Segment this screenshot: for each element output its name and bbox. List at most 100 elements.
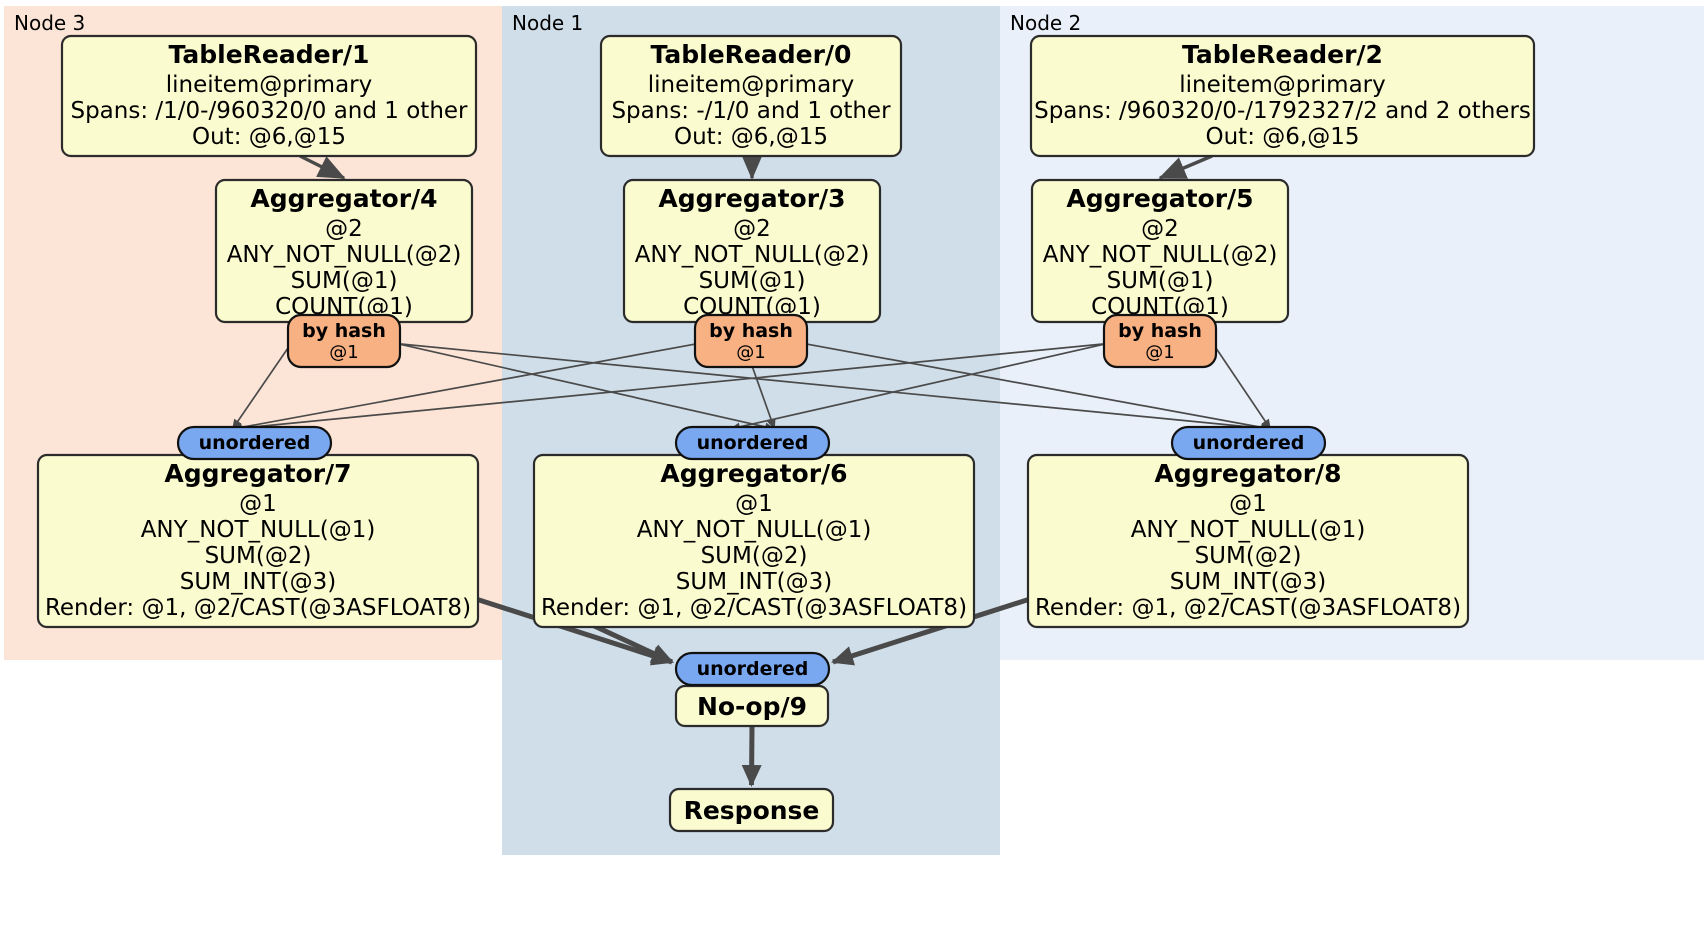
box-detail-line: Spans: -/1/0 and 1 other bbox=[611, 98, 891, 124]
box-detail-line: SUM(@1) bbox=[291, 268, 398, 294]
box-detail-line: Render: @1, @2/CAST(@3ASFLOAT8) bbox=[1035, 595, 1461, 621]
box-title: Aggregator/5 bbox=[1066, 184, 1253, 213]
box-detail-line: Render: @1, @2/CAST(@3ASFLOAT8) bbox=[541, 595, 967, 621]
box-detail-line: Out: @6,@15 bbox=[192, 124, 346, 150]
processor-box-aggregator7[interactable]: Aggregator/7 @1ANY_NOT_NULL(@1)SUM(@2)SUM… bbox=[36, 453, 480, 629]
badge-title: by hash bbox=[1118, 320, 1202, 342]
box-detail-line: SUM_INT(@3) bbox=[180, 569, 336, 595]
edge-noop9-to-response bbox=[741, 725, 762, 787]
edge-hash-4-to-unordered-7 bbox=[231, 343, 292, 430]
edge-hash-3-to-unordered-6 bbox=[750, 362, 776, 430]
box-detail-line: @2 bbox=[733, 216, 771, 242]
box-detail-line: SUM(@1) bbox=[1107, 268, 1214, 294]
box-detail-line: @2 bbox=[325, 216, 363, 242]
box-detail-line: Spans: /1/0-/960320/0 and 1 other bbox=[70, 98, 468, 124]
processor-box-noop9[interactable]: No-op/9 bbox=[674, 684, 830, 728]
badge-background bbox=[693, 313, 809, 369]
box-title: Aggregator/4 bbox=[250, 184, 437, 213]
unordered-stream-badge-unordered-9[interactable]: unordered bbox=[674, 651, 831, 687]
box-detail-line: lineitem@primary bbox=[1179, 72, 1385, 98]
badge-background bbox=[286, 313, 402, 369]
hash-router-badge-hash-4[interactable]: by hash@1 bbox=[286, 313, 402, 369]
edge-hash-3-to-unordered-8 bbox=[803, 342, 1272, 432]
box-detail-line: SUM(@2) bbox=[1195, 543, 1302, 569]
edge-hash-5-to-unordered-8 bbox=[1212, 343, 1272, 430]
box-detail-line: Out: @6,@15 bbox=[1206, 124, 1360, 150]
badge-background bbox=[176, 425, 333, 461]
box-title: No-op/9 bbox=[697, 692, 807, 721]
box-detail-line: lineitem@primary bbox=[166, 72, 372, 98]
box-background bbox=[1029, 34, 1536, 158]
box-detail-line: SUM(@1) bbox=[699, 268, 806, 294]
edge-hash-3-to-unordered-7 bbox=[231, 342, 699, 432]
box-background bbox=[668, 787, 835, 833]
badge-background bbox=[674, 651, 831, 687]
badge-label: unordered bbox=[697, 658, 809, 680]
box-detail-line: @1 bbox=[1229, 491, 1267, 517]
box-title: TableReader/2 bbox=[1182, 40, 1383, 69]
box-detail-line: ANY_NOT_NULL(@1) bbox=[1131, 517, 1366, 543]
box-detail-line: @2 bbox=[1141, 216, 1179, 242]
box-title: Aggregator/7 bbox=[164, 459, 351, 488]
edge-aggregator7-to-unordered-9 bbox=[475, 596, 674, 666]
box-detail-line: ANY_NOT_NULL(@2) bbox=[1043, 242, 1278, 268]
badge-background bbox=[1170, 425, 1327, 461]
badge-title: by hash bbox=[709, 320, 793, 342]
badge-background bbox=[1102, 313, 1218, 369]
processor-box-aggregator8[interactable]: Aggregator/8 @1ANY_NOT_NULL(@1)SUM(@2)SUM… bbox=[1026, 453, 1470, 629]
edge-hash-4-to-unordered-8 bbox=[396, 342, 1272, 433]
box-title: Response bbox=[684, 796, 820, 825]
box-detail-line: ANY_NOT_NULL(@1) bbox=[141, 517, 376, 543]
node-panel-label: Node 3 bbox=[14, 11, 85, 35]
box-detail-line: SUM_INT(@3) bbox=[676, 569, 832, 595]
box-detail-line: SUM_INT(@3) bbox=[1170, 569, 1326, 595]
processor-box-aggregator5[interactable]: Aggregator/5@2ANY_NOT_NULL(@2)SUM(@1)COU… bbox=[1030, 178, 1290, 324]
box-title: TableReader/1 bbox=[169, 40, 370, 69]
badge-label: unordered bbox=[697, 432, 809, 454]
box-title: Aggregator/6 bbox=[660, 459, 847, 488]
edge-hash-4-to-unordered-6 bbox=[396, 342, 776, 432]
unordered-stream-badge-unordered-7[interactable]: unordered bbox=[176, 425, 333, 461]
unordered-stream-badge-unordered-6[interactable]: unordered bbox=[674, 425, 831, 461]
box-detail-line: SUM(@2) bbox=[205, 543, 312, 569]
hash-router-badge-hash-5[interactable]: by hash@1 bbox=[1102, 313, 1218, 369]
processor-box-aggregator3[interactable]: Aggregator/3@2ANY_NOT_NULL(@2)SUM(@1)COU… bbox=[622, 178, 882, 324]
unordered-stream-badge-unordered-8[interactable]: unordered bbox=[1170, 425, 1327, 461]
badge-subtitle: @1 bbox=[1145, 342, 1174, 363]
badge-subtitle: @1 bbox=[329, 342, 358, 363]
node-panel-label: Node 1 bbox=[512, 11, 583, 35]
node-panel-label: Node 2 bbox=[1010, 11, 1081, 35]
edge-hash-5-to-unordered-6 bbox=[729, 342, 1108, 432]
box-detail-line: @1 bbox=[239, 491, 277, 517]
box-detail-line: SUM(@2) bbox=[701, 543, 808, 569]
badge-background bbox=[674, 425, 831, 461]
edge-tablereader2-to-aggregator5 bbox=[1158, 154, 1213, 180]
edge-tablereader1-to-aggregator4 bbox=[299, 154, 346, 180]
box-detail-line: ANY_NOT_NULL(@1) bbox=[637, 517, 872, 543]
hash-router-badge-hash-3[interactable]: by hash@1 bbox=[693, 313, 809, 369]
badge-label: unordered bbox=[1193, 432, 1305, 454]
processor-box-aggregator6[interactable]: Aggregator/6 @1ANY_NOT_NULL(@1)SUM(@2)SUM… bbox=[532, 453, 976, 629]
box-detail-line: @1 bbox=[735, 491, 773, 517]
box-detail-line: ANY_NOT_NULL(@2) bbox=[227, 242, 462, 268]
box-detail-line: Spans: /960320/0-/1792327/2 and 2 others bbox=[1034, 98, 1531, 124]
router-edges bbox=[231, 152, 1272, 433]
box-title: TableReader/0 bbox=[651, 40, 852, 69]
processor-box-aggregator4[interactable]: Aggregator/4@2ANY_NOT_NULL(@2)SUM(@1)COU… bbox=[214, 178, 474, 324]
box-detail-line: Out: @6,@15 bbox=[674, 124, 828, 150]
badge-subtitle: @1 bbox=[736, 342, 765, 363]
box-background bbox=[599, 34, 903, 158]
box-title: Aggregator/8 bbox=[1154, 459, 1341, 488]
processor-box-response[interactable]: Response bbox=[668, 787, 835, 833]
badge-title: by hash bbox=[302, 320, 386, 342]
edge-aggregator8-to-unordered-9 bbox=[831, 596, 1031, 666]
edge-hash-5-to-unordered-7 bbox=[231, 342, 1108, 433]
box-detail-line: Render: @1, @2/CAST(@3ASFLOAT8) bbox=[45, 595, 471, 621]
